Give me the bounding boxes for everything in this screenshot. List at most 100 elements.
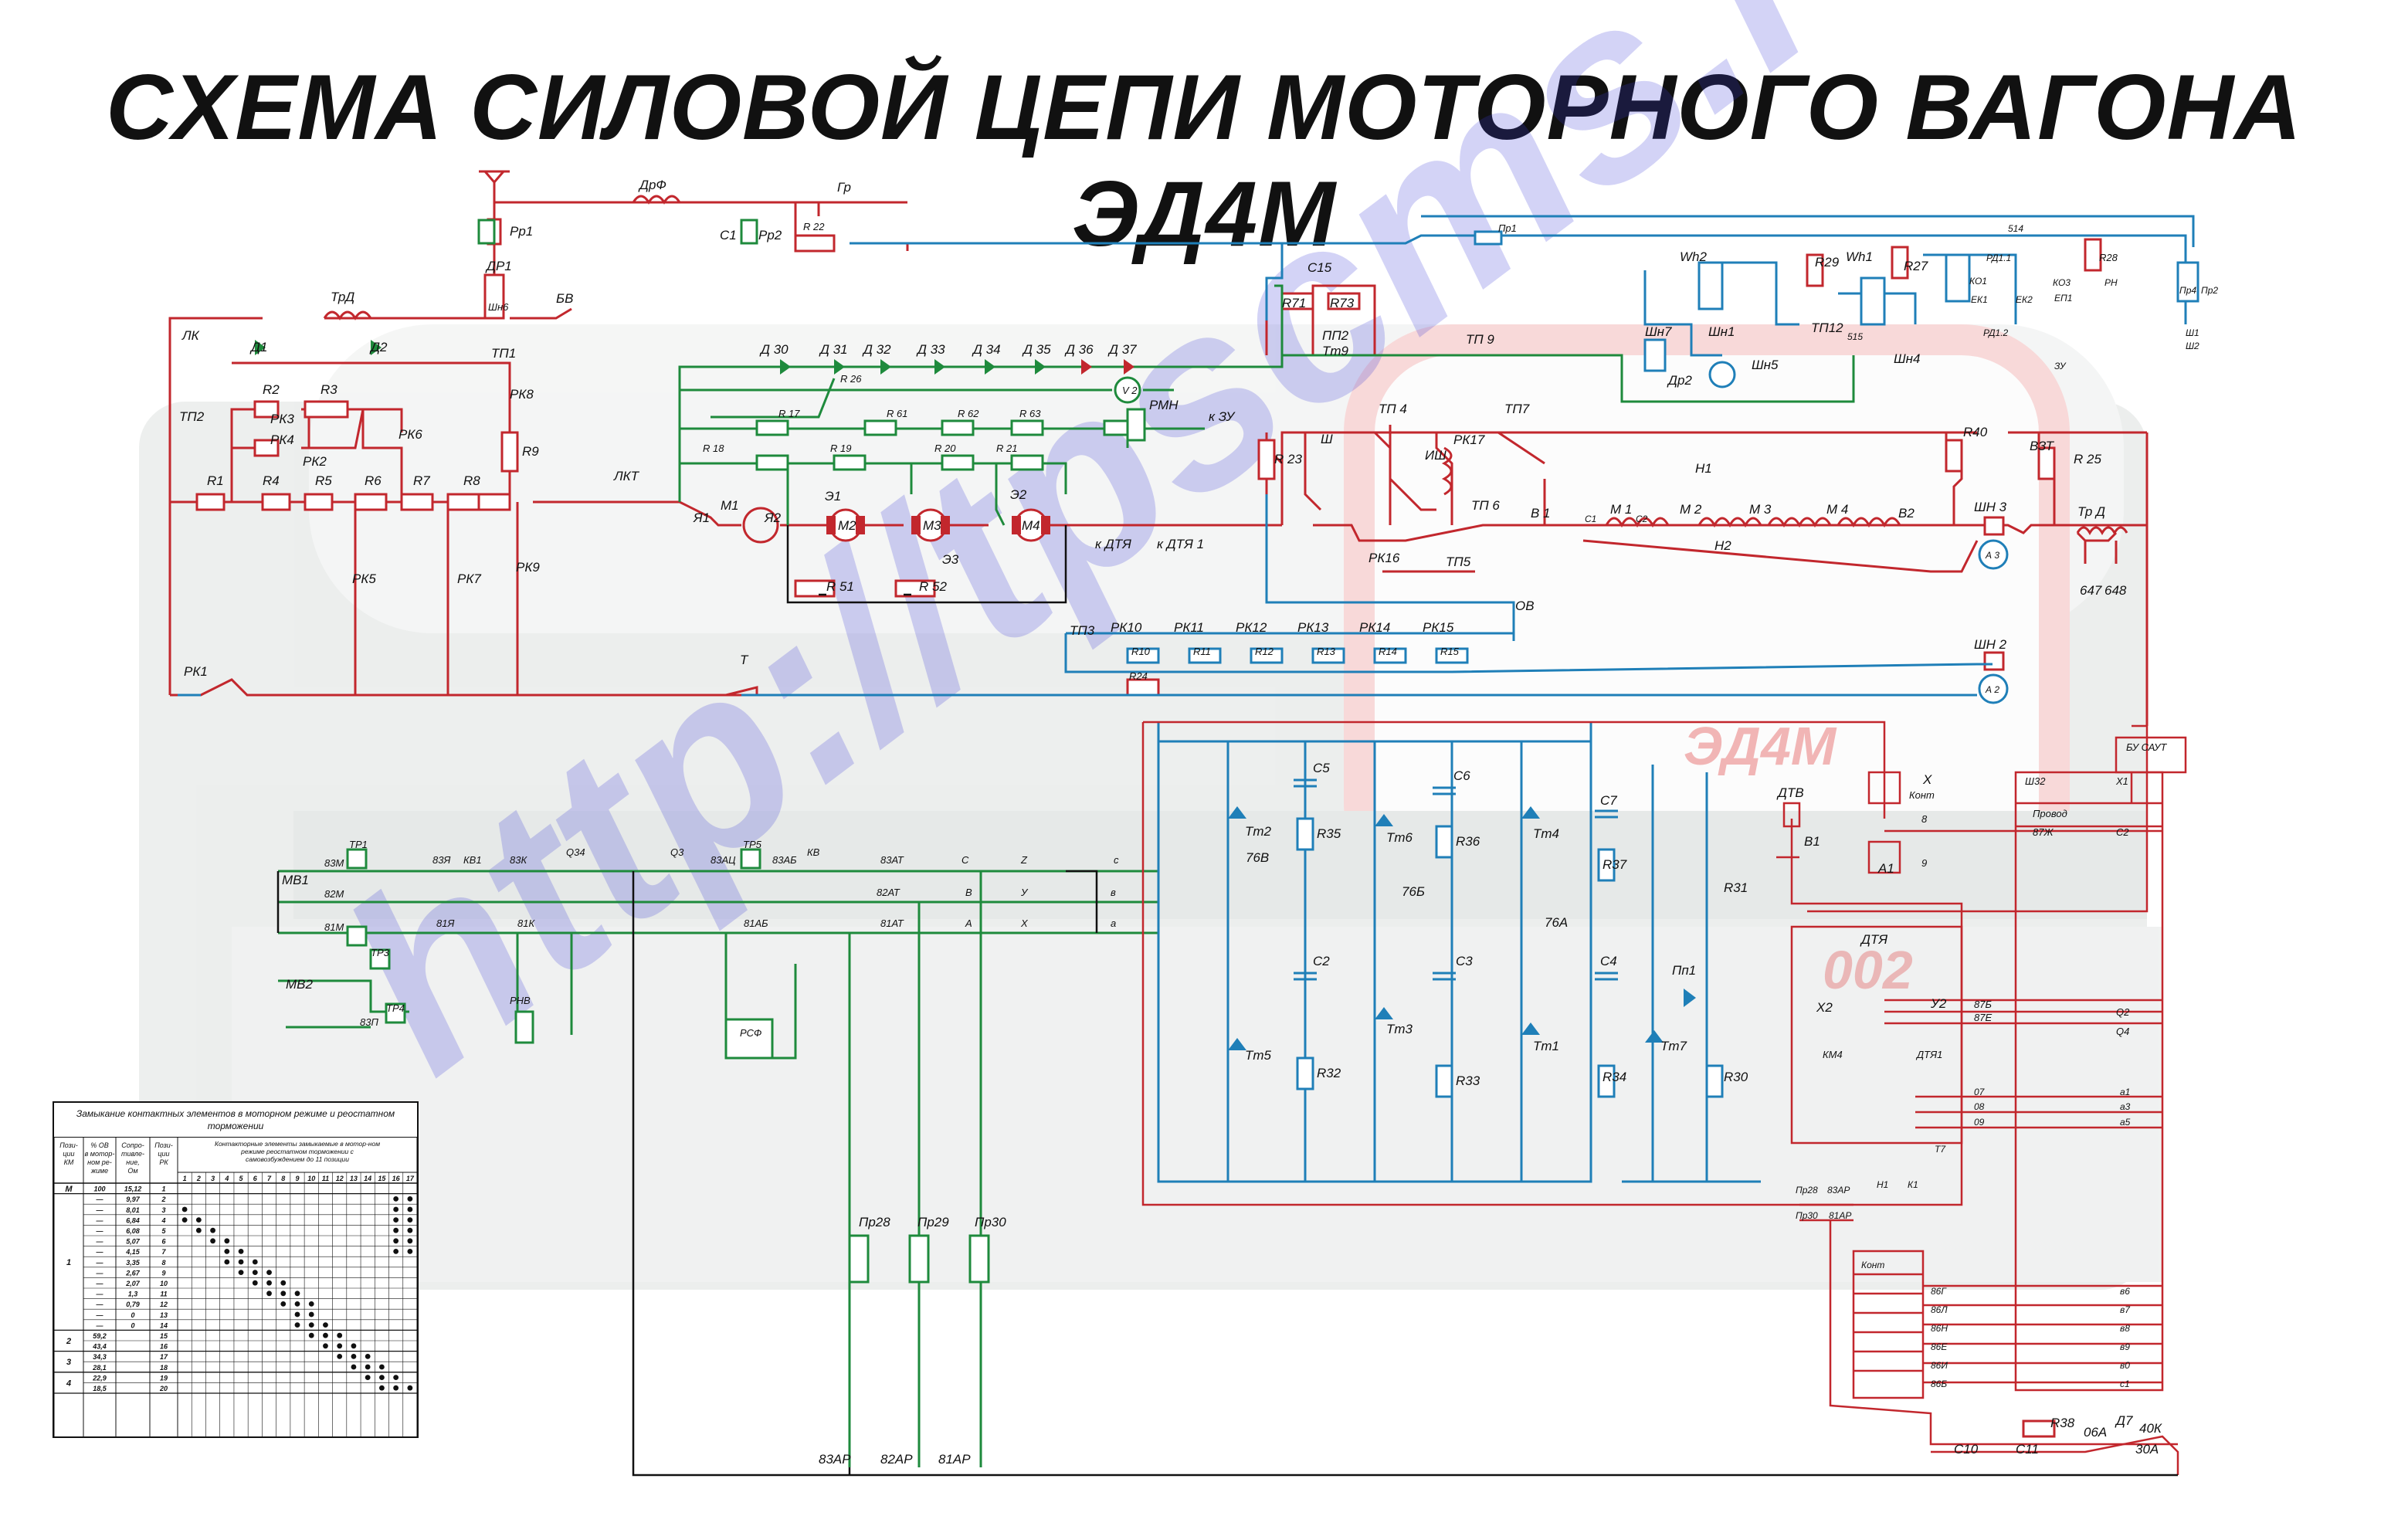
label-tp7: ТП7 <box>1504 402 1530 416</box>
label-r4: R4 <box>263 473 280 488</box>
label-r9: R9 <box>522 444 539 459</box>
label-kont: Конт <box>1909 789 1935 801</box>
label-86b: 86Б <box>1931 1379 1947 1389</box>
pct-cell: — <box>96 1301 104 1308</box>
label-shn6: Шн6 <box>488 301 509 313</box>
label-v8: в8 <box>2120 1323 2130 1334</box>
label-a1-wire: а1 <box>2120 1087 2130 1097</box>
resistance-cell: 0,79 <box>126 1301 140 1308</box>
label-a1-ctrl: А1 <box>1877 861 1894 876</box>
label-bv: БВ <box>556 291 573 306</box>
labels-top-right: Wh2 Wh1 R29 R27 R28 ТП12 Шн7 Шн1 Шн5 Шн4… <box>1645 249 2218 388</box>
contact-dot <box>351 1364 357 1370</box>
label-rk14: РК14 <box>1359 620 1390 635</box>
label-r7: R7 <box>413 473 430 488</box>
label-tr3: ТР3 <box>371 947 390 958</box>
labels-thyristors: С5 С6 С7 С2 С3 С4 R35 R36 R37 R32 R33 R3… <box>1245 761 1748 1088</box>
contact-dot <box>266 1280 272 1286</box>
label-r12: R12 <box>1255 646 1274 657</box>
resistance-cell: 6,84 <box>126 1216 140 1224</box>
contact-number: 1 <box>183 1175 187 1182</box>
pct-cell: — <box>96 1259 104 1267</box>
resistance-cell: 3,35 <box>126 1259 141 1267</box>
rk-position-cell: 16 <box>160 1343 168 1351</box>
label-r13: R13 <box>1317 646 1336 657</box>
contact-number: 6 <box>253 1175 258 1182</box>
label-tt4: Тт4 <box>1533 826 1559 841</box>
label-rk16: РК16 <box>1368 551 1400 565</box>
label-87e: 87Е <box>1974 1012 1992 1023</box>
resistance-cell: 1,3 <box>128 1290 138 1298</box>
contact-dot <box>238 1259 244 1265</box>
contact-dot <box>407 1217 413 1223</box>
label-trd2: Тр Д <box>2077 504 2105 519</box>
label-m3: М3 <box>923 518 941 533</box>
control-block <box>1141 721 2187 1475</box>
contact-closure-table: Замыкание контактных элементов в моторно… <box>53 1101 419 1438</box>
resistance-cell: 8,01 <box>126 1206 140 1214</box>
contact-dot <box>337 1354 343 1359</box>
label-c-low: с <box>1114 854 1119 866</box>
watermark-train-label: ЭД4М <box>1684 716 1837 776</box>
rk-position-cell: 19 <box>160 1374 168 1382</box>
label-r61: R 61 <box>887 408 907 419</box>
contact-dot <box>308 1332 314 1338</box>
blue-components <box>1126 230 2199 1098</box>
label-d32: Д 32 <box>862 342 891 357</box>
label-c4: С4 <box>1600 954 1617 968</box>
field-coils <box>323 195 2128 536</box>
resistance-cell: 2,07 <box>125 1280 141 1287</box>
label-ek1: ЕК1 <box>1971 294 1988 305</box>
label-82ar: 82АР <box>880 1452 913 1467</box>
contact-dot <box>393 1227 399 1233</box>
label-d1: Д1 <box>249 340 267 354</box>
label-tp6: ТП 6 <box>1471 498 1500 513</box>
label-q34: Q34 <box>566 846 585 858</box>
km-position-cell: 3 <box>66 1358 71 1367</box>
rk-position-cell: 3 <box>161 1206 165 1214</box>
label-87zh: 87Ж <box>2033 826 2054 838</box>
contact-dot <box>210 1227 215 1233</box>
contact-dot <box>238 1249 244 1254</box>
label-tp3: ТП3 <box>1070 623 1095 638</box>
label-r24: R24 <box>1129 670 1148 682</box>
motor-armatures <box>826 361 2009 704</box>
label-8: 8 <box>1921 813 1928 825</box>
contact-dot <box>337 1332 343 1338</box>
label-k1-ctrl: К1 <box>1908 1179 1918 1190</box>
label-rr2: Рр2 <box>758 228 782 242</box>
label-r11: R11 <box>1193 646 1211 657</box>
label-rk13: РК13 <box>1297 620 1329 635</box>
contact-dot <box>210 1238 215 1244</box>
label-d7: Д7 <box>2115 1413 2133 1428</box>
label-r2: R2 <box>263 382 280 397</box>
rk-position-cell: 10 <box>160 1280 168 1287</box>
contact-dot <box>393 1196 399 1202</box>
label-r17: R 17 <box>778 408 800 419</box>
label-d36: Д 36 <box>1064 342 1094 357</box>
label-rk7: РК7 <box>457 571 481 586</box>
label-81at: 81АТ <box>880 917 904 929</box>
table-header: Пози- <box>154 1141 173 1149</box>
label-m1: М1 <box>721 498 739 513</box>
contact-dot <box>280 1301 287 1307</box>
label-ek2: ЕК2 <box>2016 294 2033 305</box>
table-header: ции <box>63 1150 74 1158</box>
label-d31: Д 31 <box>819 342 848 357</box>
rk-position-cell: 9 <box>161 1269 165 1277</box>
label-n1: Н1 <box>1695 461 1712 476</box>
contact-dot <box>252 1259 258 1265</box>
label-sh2: Ш2 <box>2186 341 2199 351</box>
rk-position-cell: 6 <box>161 1238 166 1246</box>
label-86l: 86Л <box>1931 1304 1948 1315</box>
km-position-cell: 4 <box>66 1379 71 1388</box>
label-pp2: ПП2 <box>1322 328 1349 343</box>
label-q4: Q4 <box>2116 1026 2129 1037</box>
label-shn7: Шн7 <box>1645 324 1672 339</box>
label-rk9: РК9 <box>516 560 540 575</box>
rk-position-cell: 7 <box>161 1248 166 1256</box>
contact-dot <box>252 1280 258 1286</box>
pct-cell: — <box>96 1311 104 1319</box>
